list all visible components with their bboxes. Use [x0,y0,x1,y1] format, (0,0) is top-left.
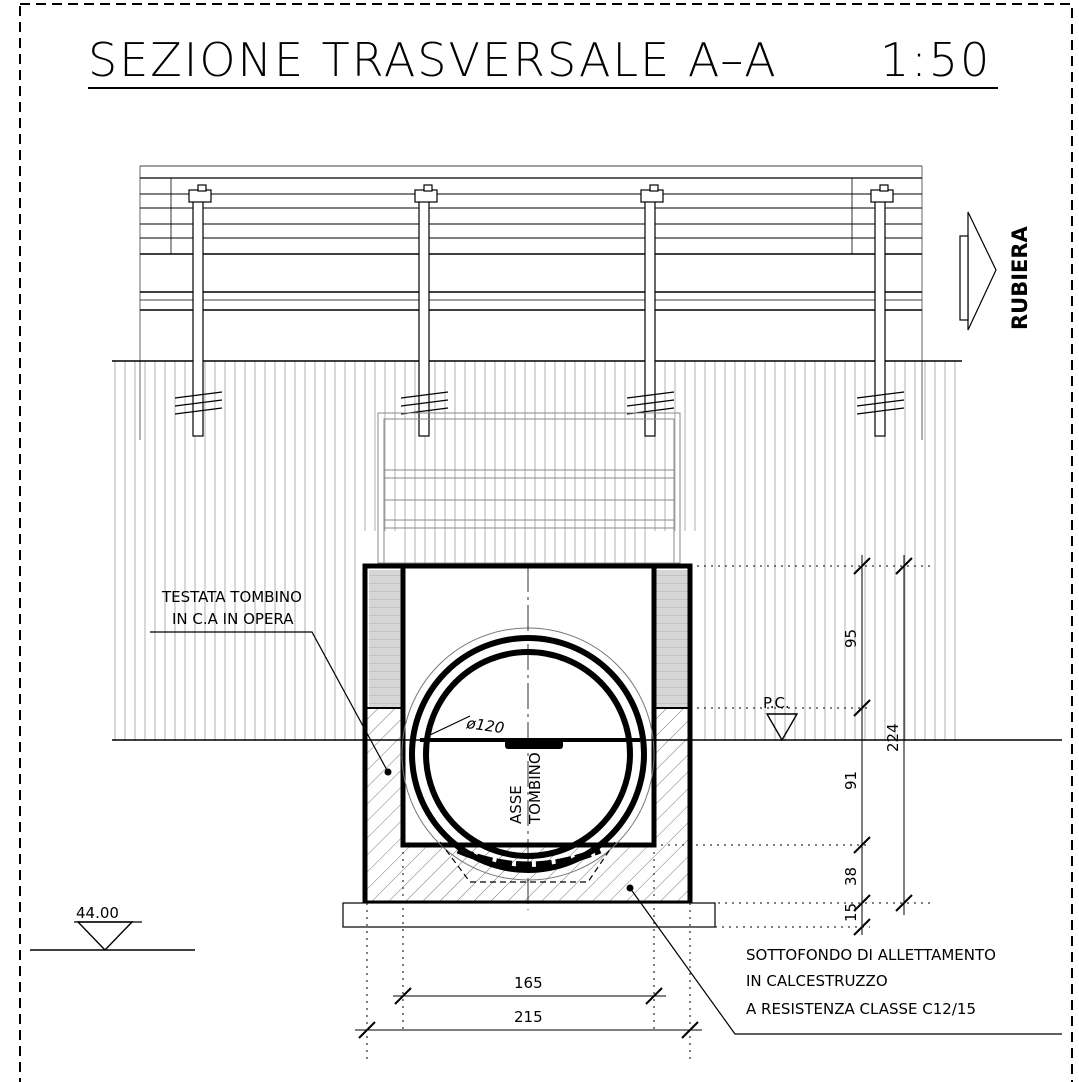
ground-level-marker [765,713,799,742]
elevation-label: 44.00 [76,904,119,922]
bedding-label-1: SOTTOFONDO DI ALLETTAMENTO [746,946,996,964]
ground-level-label: P.C. [763,694,790,712]
dim-91: 91 [842,771,860,790]
inlet-grating [377,412,681,564]
diameter-leader [429,715,471,736]
direction-arrow [959,211,997,331]
pipe-crown-block [505,738,563,749]
post-3 [626,184,675,437]
bedding-slab [342,902,716,928]
bedding-label-3: A RESISTENZA CLASSE C12/15 [746,1000,976,1018]
headwall-label-2: IN C.A IN OPERA [172,610,294,628]
dim-15: 15 [842,903,860,922]
post-1 [174,184,223,437]
dim-165: 165 [514,974,543,992]
axis-label-1: ASSE [507,785,525,824]
dim-224: 224 [884,723,902,752]
dim-95: 95 [842,629,860,648]
headwall-leader-dot [384,768,392,776]
dim-38: 38 [842,867,860,886]
headwall-label-1: TESTATA TOMBINO [161,588,302,606]
axis-label-2: TOMBINO [526,752,544,825]
headwall-leader [150,631,389,773]
bedding-leader [629,887,1062,1035]
horizontal-dimensions [355,845,702,1060]
drawing-title: SEZIONE TRASVERSALE A–A [88,33,778,87]
direction-label: RUBIERA [1008,225,1032,330]
bedding-label-2: IN CALCESTRUZZO [746,972,888,990]
soil-fill [112,360,962,741]
drawing-scale: 1:50 [880,33,991,87]
guardrail [139,165,923,440]
diameter-label: ø120 [464,714,505,737]
dim-215: 215 [514,1008,543,1026]
vertical-dimensions [654,555,932,936]
post-4 [856,184,905,437]
elevation-marker [76,921,134,952]
title-block: SEZIONE TRASVERSALE A–A 1:50 [88,33,998,89]
post-2 [400,184,449,437]
